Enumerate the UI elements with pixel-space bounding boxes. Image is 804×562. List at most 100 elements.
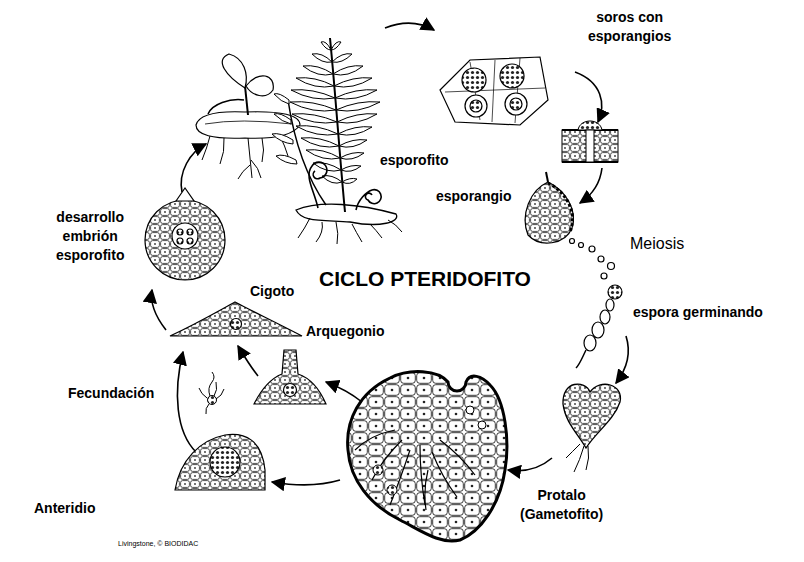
fern-sporophyte-part-part bbox=[333, 66, 363, 75]
fern-sporophyte-part bbox=[296, 204, 397, 224]
young-sporophyte-part bbox=[246, 76, 273, 96]
young-sporophyte-part bbox=[202, 136, 288, 179]
cycle-arrows-part bbox=[508, 458, 552, 471]
germinating-spore bbox=[576, 285, 622, 368]
fern-sporophyte-part-part bbox=[291, 90, 335, 99]
young-prothallus bbox=[563, 384, 620, 472]
sorus-section bbox=[562, 121, 618, 162]
sporangium-part bbox=[608, 263, 615, 270]
prothallus-gametophyte bbox=[348, 372, 507, 541]
fern-sporophyte-part-part bbox=[331, 42, 341, 50]
cycle-arrows-part bbox=[385, 23, 434, 30]
diagram-title: CICLO PTERIDOFITO bbox=[319, 266, 531, 291]
fern-sporophyte-part-part bbox=[301, 138, 339, 147]
fern-sporophyte-part-part bbox=[335, 90, 377, 99]
fern-sporophyte-part-part bbox=[306, 150, 340, 159]
pinna-with-sori-part bbox=[440, 57, 548, 125]
stage-label: Anteridio bbox=[34, 500, 95, 517]
fern-sporophyte-part-part bbox=[334, 78, 372, 87]
pinna-with-sori-part bbox=[470, 100, 482, 112]
fern-sporophyte-part-part bbox=[312, 54, 332, 63]
cycle-arrows-part bbox=[177, 352, 196, 452]
fern-sporophyte-part-part bbox=[292, 114, 337, 123]
cycle-arrows-part bbox=[575, 72, 602, 122]
sporophyte-embryo-part bbox=[172, 223, 198, 249]
pinna-with-sori bbox=[440, 57, 548, 125]
sorus-section-part bbox=[562, 130, 618, 162]
fern-sporophyte-part bbox=[356, 190, 381, 210]
stage-label: soros con esporangios bbox=[588, 8, 671, 46]
fern-sporophyte-part-part bbox=[342, 178, 357, 183]
cycle-arrows-part bbox=[272, 480, 340, 485]
fern-sporophyte-part-part bbox=[296, 126, 338, 135]
pinna-with-sori-part bbox=[505, 93, 527, 115]
archegonium bbox=[254, 350, 326, 404]
sperm-cell-part bbox=[208, 396, 217, 405]
prothallus-gametophyte-part bbox=[373, 465, 383, 475]
archegonium-part bbox=[284, 384, 297, 397]
sporangium-part bbox=[598, 256, 604, 262]
young-sporophyte bbox=[196, 54, 300, 179]
cycle-arrows-part bbox=[238, 346, 258, 376]
fern-sporophyte bbox=[272, 38, 402, 244]
germinating-spore-part bbox=[584, 335, 596, 351]
young-sporophyte-part bbox=[208, 100, 244, 114]
germinating-spore-part bbox=[606, 299, 614, 311]
germinating-spore-part bbox=[600, 310, 610, 324]
young-sporophyte-part bbox=[245, 86, 248, 115]
stage-label: esporofito bbox=[380, 152, 448, 169]
sporangium-part bbox=[546, 172, 548, 182]
antheridium-part bbox=[175, 434, 265, 490]
sporangium-part bbox=[589, 246, 595, 252]
fern-sporophyte-part-part bbox=[340, 153, 364, 160]
pinna-with-sori-part bbox=[462, 68, 486, 92]
cycle-arrows-part bbox=[181, 144, 206, 192]
prothallus-gametophyte-part bbox=[466, 406, 474, 414]
sporangium-part bbox=[570, 239, 575, 244]
pinna-with-sori-part bbox=[445, 58, 545, 123]
pinna-with-sori-part bbox=[510, 98, 522, 110]
zygote bbox=[170, 302, 302, 336]
pinna-with-sori-part bbox=[500, 64, 524, 88]
sorus-section-part bbox=[586, 130, 594, 162]
sporangium-part bbox=[548, 183, 573, 232]
sorus-section-part bbox=[578, 121, 602, 130]
zygote-part bbox=[231, 319, 242, 330]
fern-sporophyte-part-part bbox=[341, 166, 361, 172]
fern-sporophyte-part-part bbox=[332, 54, 352, 63]
sporangium-part bbox=[579, 243, 584, 248]
prothallus-gametophyte-part bbox=[478, 421, 486, 429]
germinating-spore-part bbox=[576, 350, 586, 368]
fern-sporophyte-part-part bbox=[339, 140, 367, 148]
fern-sporophyte-part-part bbox=[296, 78, 334, 87]
fern-sporophyte-part-part bbox=[322, 176, 342, 184]
sporophyte-embryo-part bbox=[187, 229, 193, 235]
young-prothallus-part bbox=[563, 384, 620, 448]
sporophyte-embryo-part bbox=[177, 229, 183, 235]
antheridium-part bbox=[210, 447, 240, 477]
fern-sporophyte-part-part bbox=[290, 102, 336, 111]
fern-sporophyte-part bbox=[298, 218, 402, 244]
sporangium-part bbox=[525, 182, 573, 243]
sperm-cell bbox=[199, 372, 224, 414]
fern-sporophyte-part-part bbox=[336, 102, 380, 111]
stage-label: Cigoto bbox=[250, 283, 294, 300]
fern-sporophyte-part bbox=[309, 162, 327, 208]
archegonium-part bbox=[254, 350, 326, 404]
fern-sporophyte-part-part bbox=[338, 127, 372, 135]
fern-sporophyte-part-part bbox=[303, 66, 333, 75]
credit-note: Livingstone, © BIODIDAC bbox=[118, 540, 198, 548]
sporophyte-embryo bbox=[145, 188, 225, 280]
young-sporophyte-part bbox=[222, 54, 246, 88]
cycle-arrows-part bbox=[152, 290, 166, 330]
fern-sporophyte-part bbox=[330, 38, 345, 212]
stage-label: Protalo (Gametofito) bbox=[520, 486, 603, 524]
young-sporophyte-part bbox=[205, 121, 292, 124]
stage-label: desarrollo embrión esporofito bbox=[56, 208, 124, 265]
stage-label: espora germinando bbox=[633, 304, 763, 321]
sporophyte-embryo-part bbox=[177, 238, 183, 244]
cycle-arrows-part bbox=[580, 168, 602, 203]
fern-sporophyte-part-part bbox=[321, 42, 331, 50]
prothallus-gametophyte-part bbox=[348, 372, 507, 541]
